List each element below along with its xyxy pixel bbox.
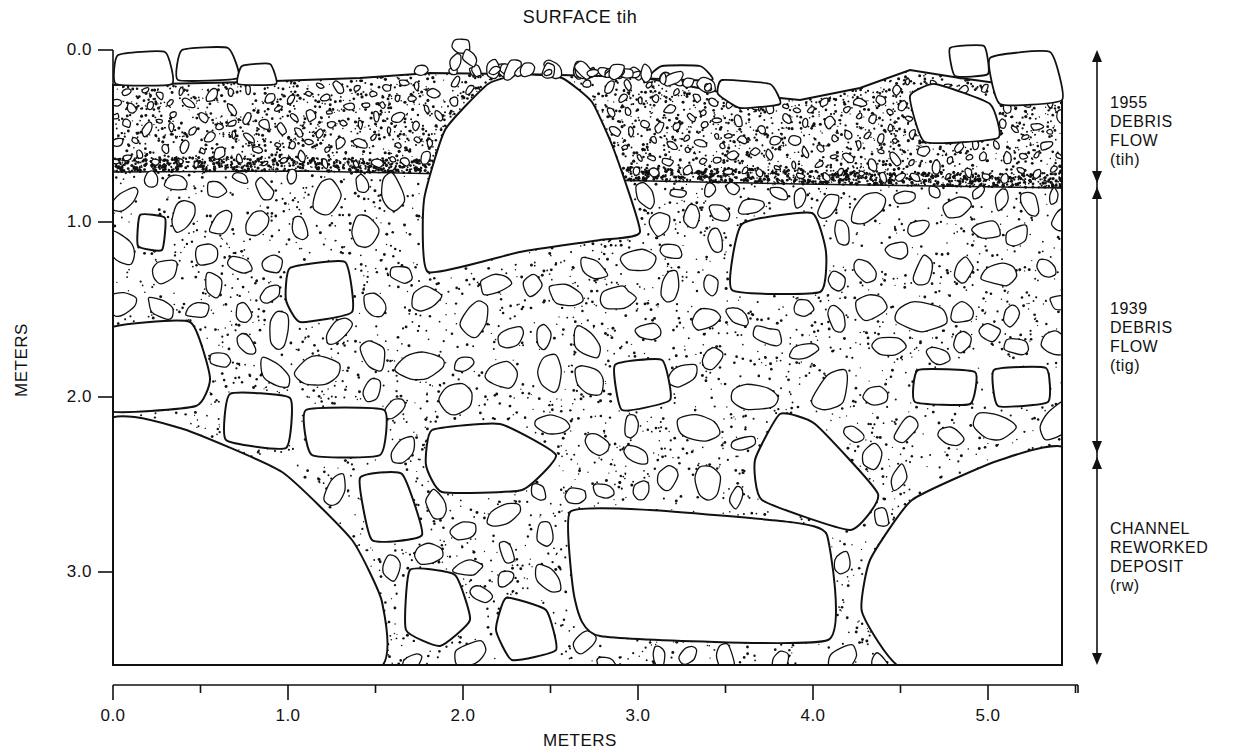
figure-stage: SURFACE tih0.01.02.03.0METERS0.01.02.03.…: [0, 0, 1251, 753]
